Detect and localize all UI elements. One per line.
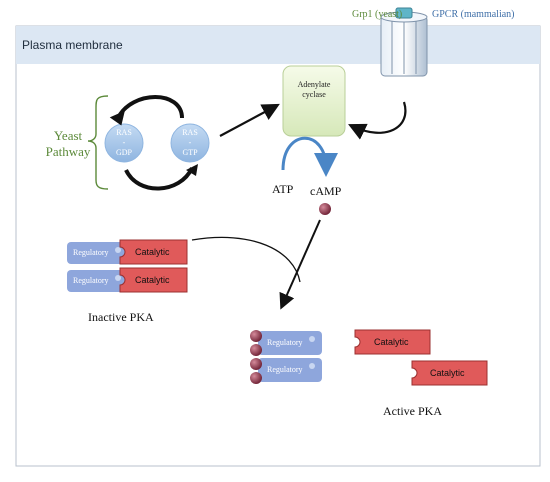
- active-catalytic-1: [354, 329, 431, 355]
- plasma-membrane-label: Plasma membrane: [22, 38, 123, 52]
- ras-gtp-line1: RAS: [182, 128, 198, 137]
- ras-gtp-node: [170, 123, 210, 163]
- atp-to-camp-arrow: [281, 136, 338, 177]
- grp1-label: Grp1 (yeast): [352, 9, 403, 20]
- yeast-pathway-line2: Pathway: [45, 144, 91, 159]
- inactive-regulatory-label-1: Regulatory: [73, 248, 109, 257]
- ras-to-cyclase-arrow: [219, 103, 280, 137]
- camp-to-pka-arrow: [279, 219, 321, 310]
- inactive-catalytic-2: [119, 267, 188, 293]
- inactive-regulatory-1: [67, 242, 127, 264]
- adenylate-line1: Adenylate: [297, 80, 331, 89]
- adenylate-cyclase-box: [282, 65, 346, 137]
- active-catalytic-2: [411, 360, 488, 386]
- inactive-regulatory-label-2: Regulatory: [73, 276, 109, 285]
- inactive-catalytic-label-2: Catalytic: [135, 275, 170, 285]
- inactive-regulatory-2: [67, 270, 127, 292]
- camp-molecule: [319, 203, 331, 215]
- yeast-pathway-line1: Yeast: [53, 128, 83, 143]
- ras-gdp-line3: GDP: [115, 148, 132, 157]
- ras-cycle-top-arrow: [116, 95, 184, 120]
- camp-label: cAMP: [310, 184, 342, 198]
- active-pka-label: Active PKA: [383, 404, 442, 418]
- active-regulatory-2: [250, 358, 322, 384]
- active-regulatory-label-1: Regulatory: [267, 338, 303, 347]
- yeast-pathway-bracket: [87, 95, 109, 190]
- receptor-to-cyclase-arrow: [348, 101, 407, 140]
- ras-gdp-node: [104, 123, 144, 163]
- inactive-catalytic-1: [119, 239, 188, 265]
- inactive-pka-label: Inactive PKA: [88, 310, 154, 324]
- adenylate-cyclase-label: Adenylate cyclase: [285, 80, 343, 100]
- ras-gtp-label: RAS - GTP: [173, 128, 207, 158]
- active-regulatory-1: [250, 330, 322, 356]
- ras-gdp-label: RAS - GDP: [107, 128, 141, 158]
- gpcr-receptor-icon: [380, 7, 428, 77]
- inactive-catalytic-label-1: Catalytic: [135, 247, 170, 257]
- yeast-pathway-label: Yeast Pathway: [38, 128, 98, 160]
- ras-gdp-line1: RAS: [116, 128, 132, 137]
- ras-gtp-line3: GTP: [182, 148, 198, 157]
- adenylate-line2: cyclase: [302, 90, 326, 99]
- active-catalytic-label-2: Catalytic: [430, 368, 465, 378]
- active-catalytic-label-1: Catalytic: [374, 337, 409, 347]
- gpcr-label: GPCR (mammalian): [432, 9, 515, 20]
- plasma-membrane-band: [16, 26, 540, 64]
- inactive-to-active-curve: [191, 236, 301, 283]
- ras-gtp-line2: -: [188, 138, 192, 147]
- ras-gdp-line2: -: [122, 138, 126, 147]
- ras-cycle-bottom-arrow: [124, 167, 194, 191]
- atp-label: ATP: [272, 182, 294, 196]
- active-regulatory-label-2: Regulatory: [267, 365, 303, 374]
